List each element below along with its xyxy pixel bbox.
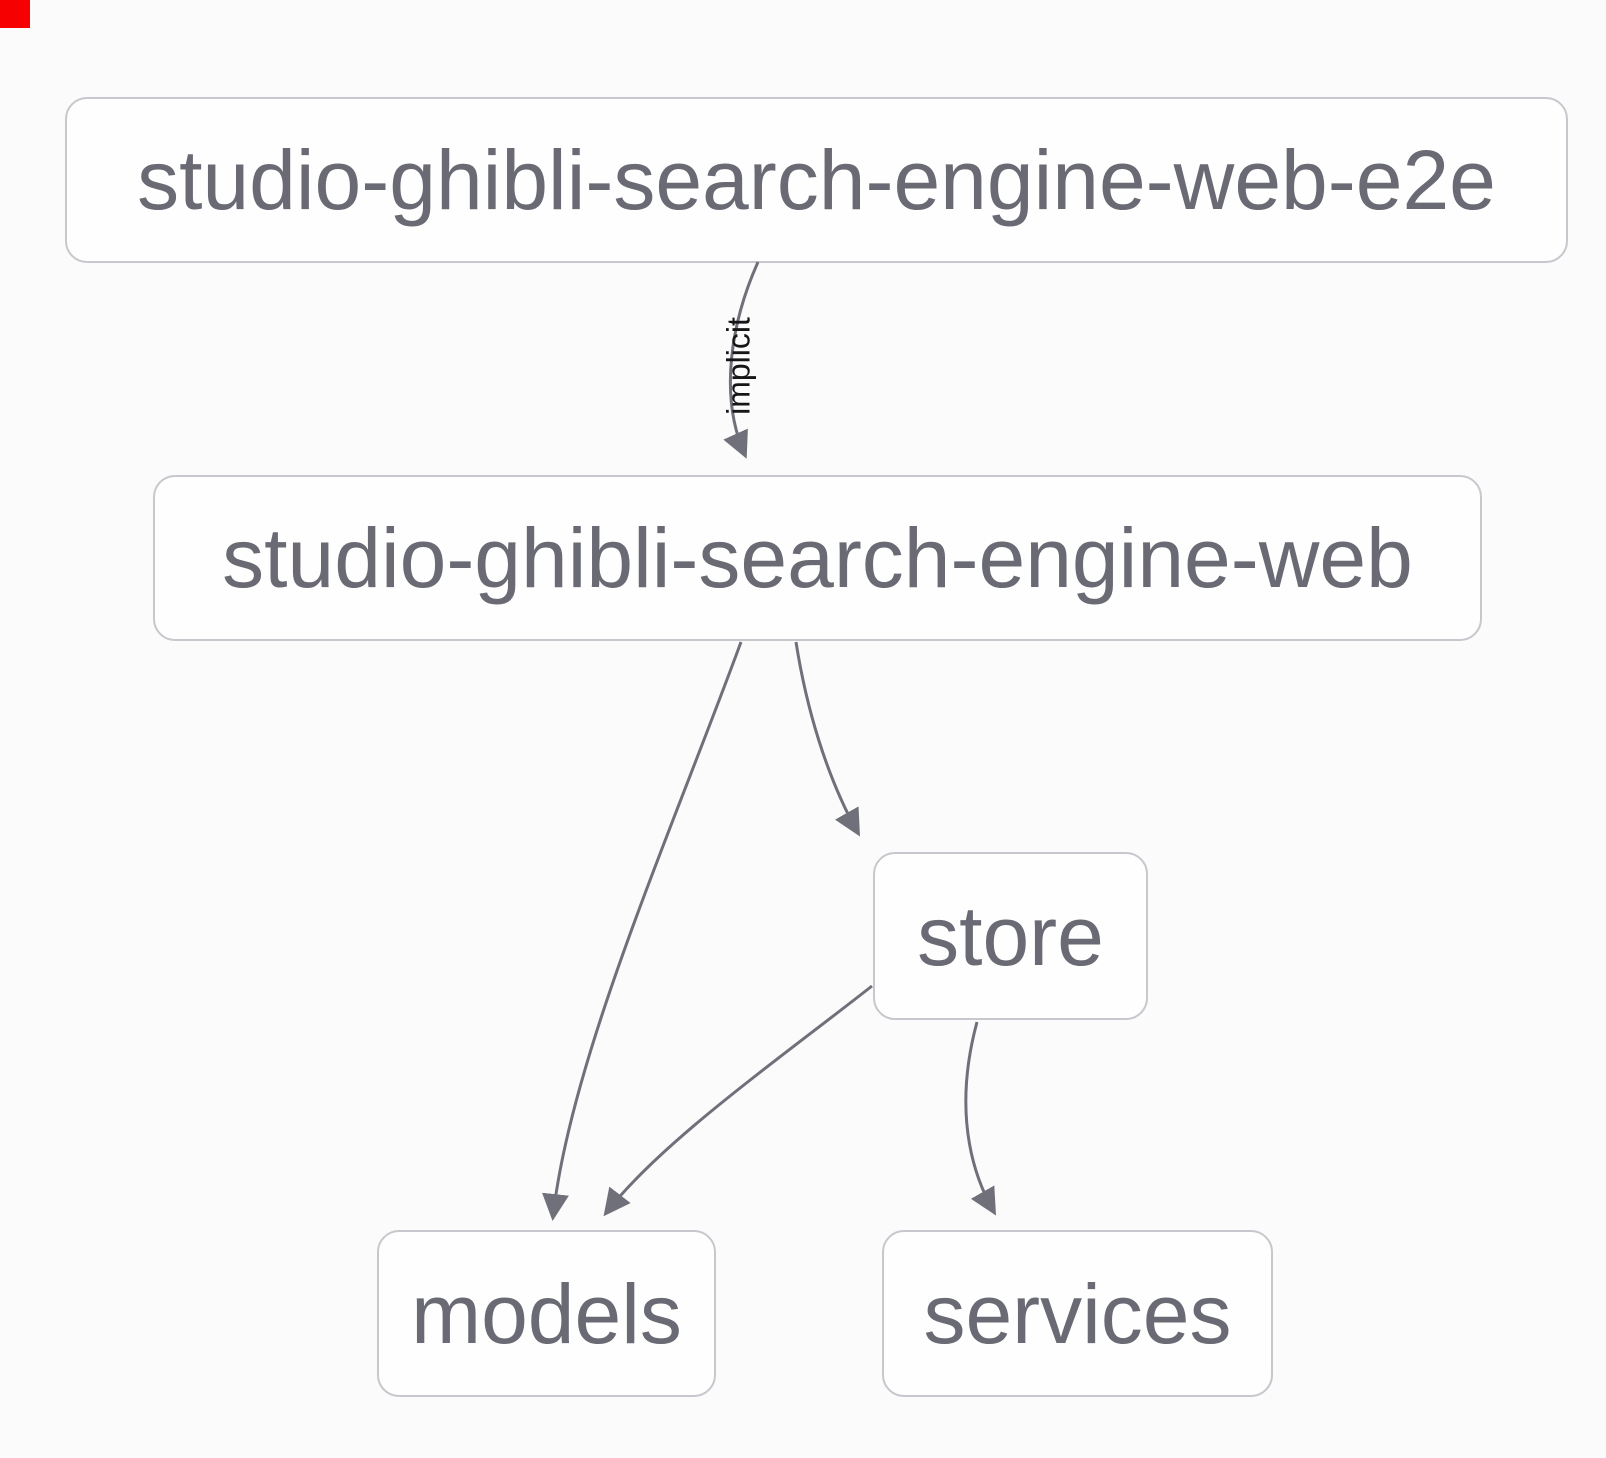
node-label: studio-ghibli-search-engine-web-e2e: [137, 133, 1496, 227]
node-label: store: [917, 889, 1104, 983]
node-label: models: [411, 1266, 682, 1361]
graph-node-web[interactable]: studio-ghibli-search-engine-web: [153, 475, 1482, 641]
graph-node-store[interactable]: store: [873, 852, 1148, 1020]
edge-web-to-store: [794, 641, 860, 837]
edge-label-implicit: implicit: [720, 317, 756, 415]
node-label: studio-ghibli-search-engine-web: [222, 511, 1413, 605]
edge-web-to-models: [542, 641, 743, 1222]
edge-store-to-services: [964, 1021, 997, 1216]
edge-store-to-models: [603, 984, 873, 1217]
graph-node-e2e[interactable]: studio-ghibli-search-engine-web-e2e: [65, 97, 1568, 263]
graph-node-services[interactable]: services: [882, 1230, 1273, 1397]
graph-node-models[interactable]: models: [377, 1230, 716, 1397]
edge-e2e-to-web: [723, 261, 760, 459]
recording-indicator-square: [0, 0, 30, 28]
node-label: services: [923, 1266, 1232, 1361]
